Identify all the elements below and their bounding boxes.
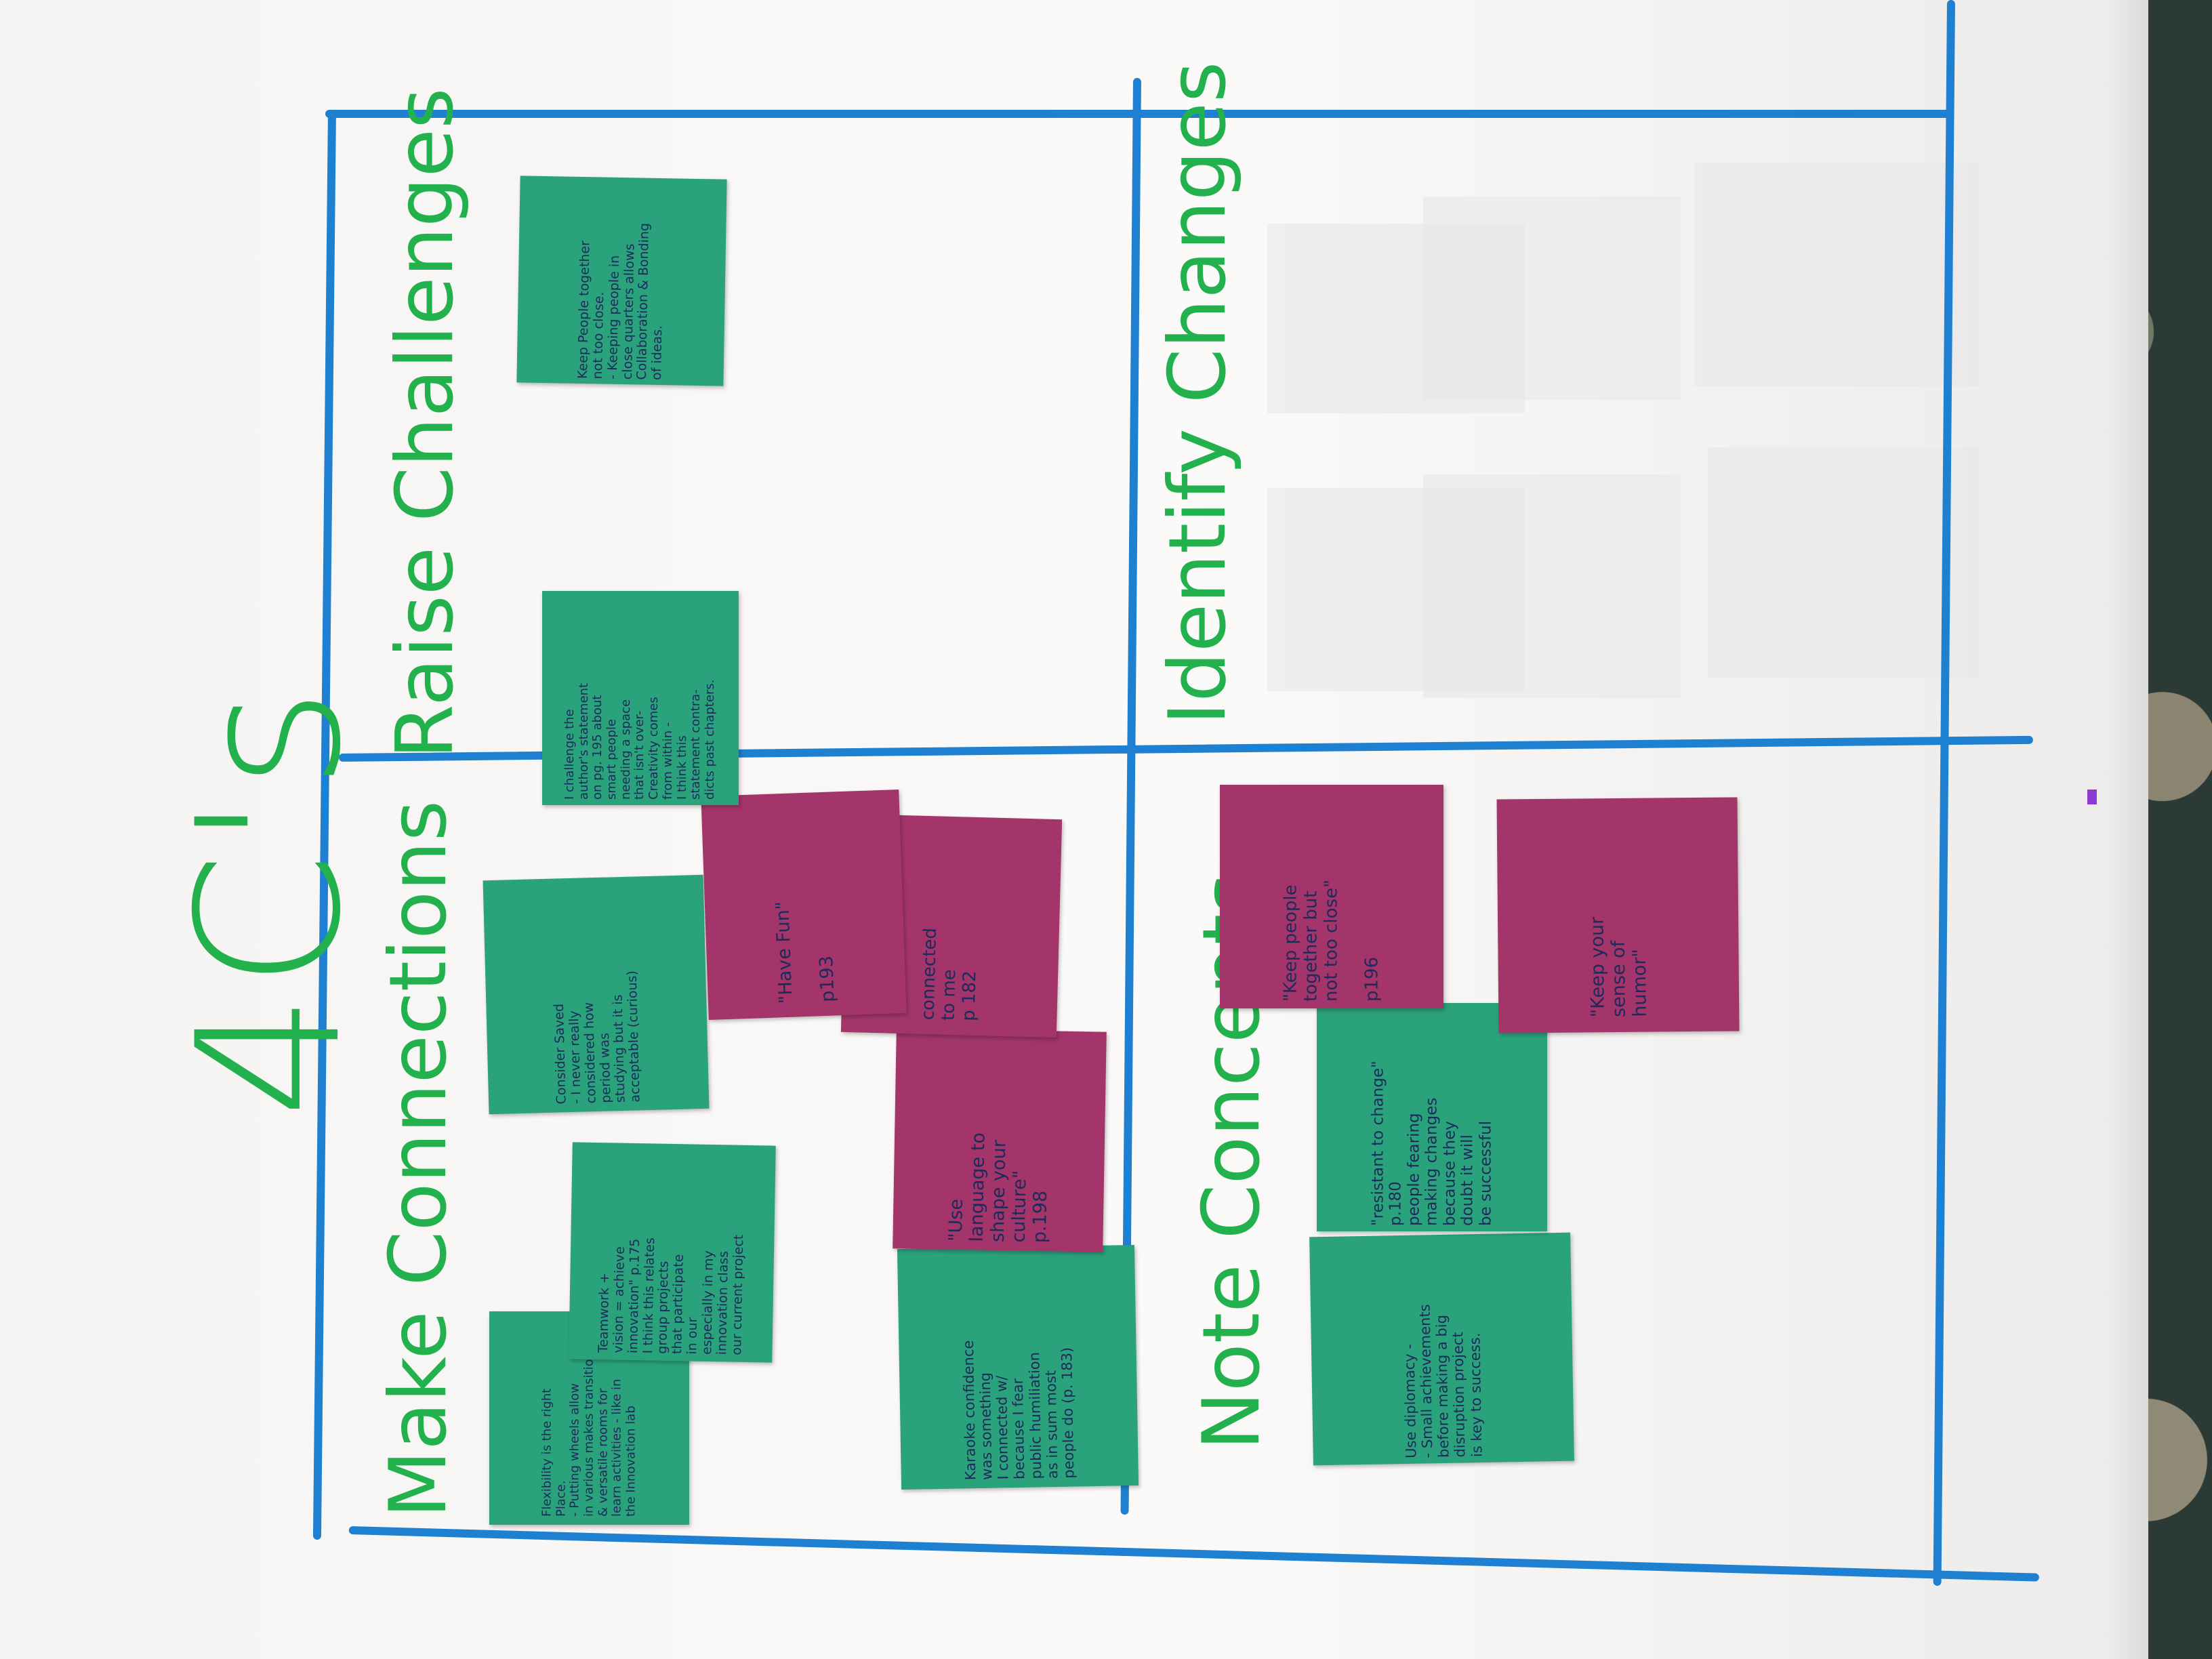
note-text: connected to me p 182 — [918, 927, 981, 1022]
purple-tab-marker — [2087, 790, 2097, 804]
note-text: Use diplomacy - - Small achievements bef… — [1401, 1303, 1485, 1458]
note-text: Consider Saved - I never really consider… — [551, 970, 643, 1105]
sticky-note-consider-saved: Consider Saved - I never really consider… — [483, 874, 710, 1115]
sticky-note-challenge: I challenge the author's statement on pg… — [542, 591, 739, 805]
note-text: "Use language to shape your culture" p.1… — [945, 1132, 1052, 1243]
poster-title: 4C's — [156, 683, 384, 1118]
sticky-note-diplomacy: Use diplomacy - - Small achievements bef… — [1309, 1232, 1574, 1466]
sticky-note-use-language: "Use language to shape your culture" p.1… — [893, 1028, 1107, 1252]
sticky-note-keep-people-together: Keep People together not too close. - Ke… — [516, 176, 727, 386]
note-text: Teamwork + vision = achieve innovation" … — [596, 1234, 746, 1355]
ghost-note — [1694, 163, 1979, 386]
quadrant-label-identify-changes: Identify Changes — [1152, 61, 1244, 725]
ghost-note — [1423, 474, 1681, 698]
quadrant-label-make-connections: Make Connections — [373, 800, 464, 1518]
note-text: Keep People together not too close. - Ke… — [575, 222, 665, 380]
ghost-note — [1423, 197, 1681, 400]
note-text: "resistant to change" p.180 people feari… — [1369, 1060, 1495, 1226]
note-text: "Keep your sense of humor" — [1586, 916, 1651, 1017]
ghost-note — [1708, 447, 1979, 678]
sticky-note-sense-of-humor: "Keep your sense of humor" — [1496, 797, 1740, 1033]
note-text: "Have Fun" p193 — [772, 901, 839, 1004]
sticky-note-karaoke: Karaoke confidence was something I conne… — [897, 1244, 1139, 1490]
sticky-note-keep-people-not-too-close: "Keep people together but not too close"… — [1220, 785, 1443, 1008]
sticky-note-resistant-to-change: "resistant to change" p.180 people feari… — [1317, 1003, 1547, 1231]
sticky-note-have-fun: "Have Fun" p193 — [701, 790, 907, 1020]
quadrant-label-raise-challenges: Raise Challenges — [380, 87, 471, 759]
note-text: Karaoke confidence was something I conne… — [960, 1339, 1078, 1480]
sticky-note-teamwork: Teamwork + vision = achieve innovation" … — [569, 1142, 776, 1363]
note-text: "Keep people together but not too close"… — [1280, 879, 1382, 1002]
note-text: I challenge the author's statement on pg… — [562, 679, 718, 800]
paper-edge — [2108, 0, 2148, 1659]
